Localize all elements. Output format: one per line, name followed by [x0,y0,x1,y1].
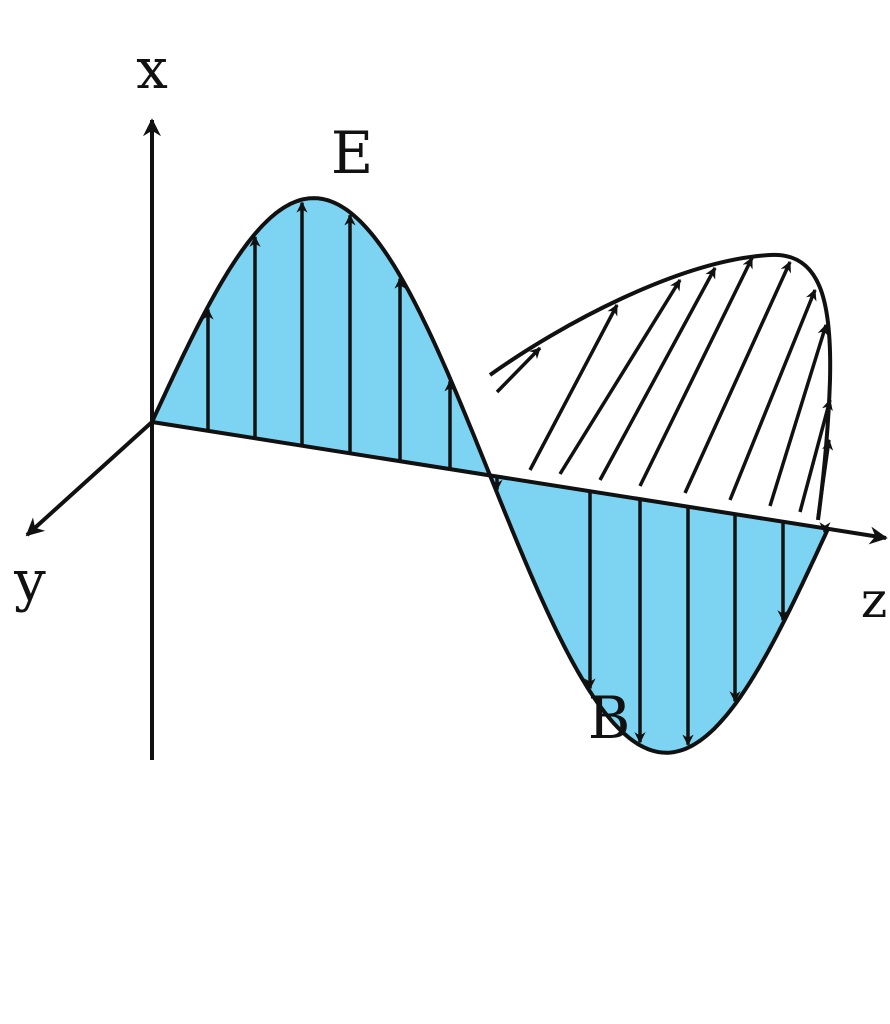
z-axis [151,420,888,545]
y-axis [25,420,154,537]
b-field-outline [488,252,833,521]
b-field-vector-5 [638,256,754,487]
b-field-vector-9 [798,398,833,513]
b-field-vector-4 [598,267,717,481]
b-field-vector-7 [728,288,817,501]
e-field-fill [152,198,828,753]
x-axis-label: x [136,37,168,102]
b-field-vector-2 [528,304,619,471]
b-field-label: B [588,684,631,752]
b-field-vector-1 [495,346,542,394]
b-field-vector-6 [683,260,792,494]
b-field-vector-3 [558,279,682,475]
b-field-lobe [490,254,831,520]
e-field-vectors [202,201,831,746]
y-axis-label: y [13,549,46,614]
e-field-label: E [331,119,373,187]
z-axis-label: z [861,571,887,629]
b-field-vector-8 [768,323,829,507]
